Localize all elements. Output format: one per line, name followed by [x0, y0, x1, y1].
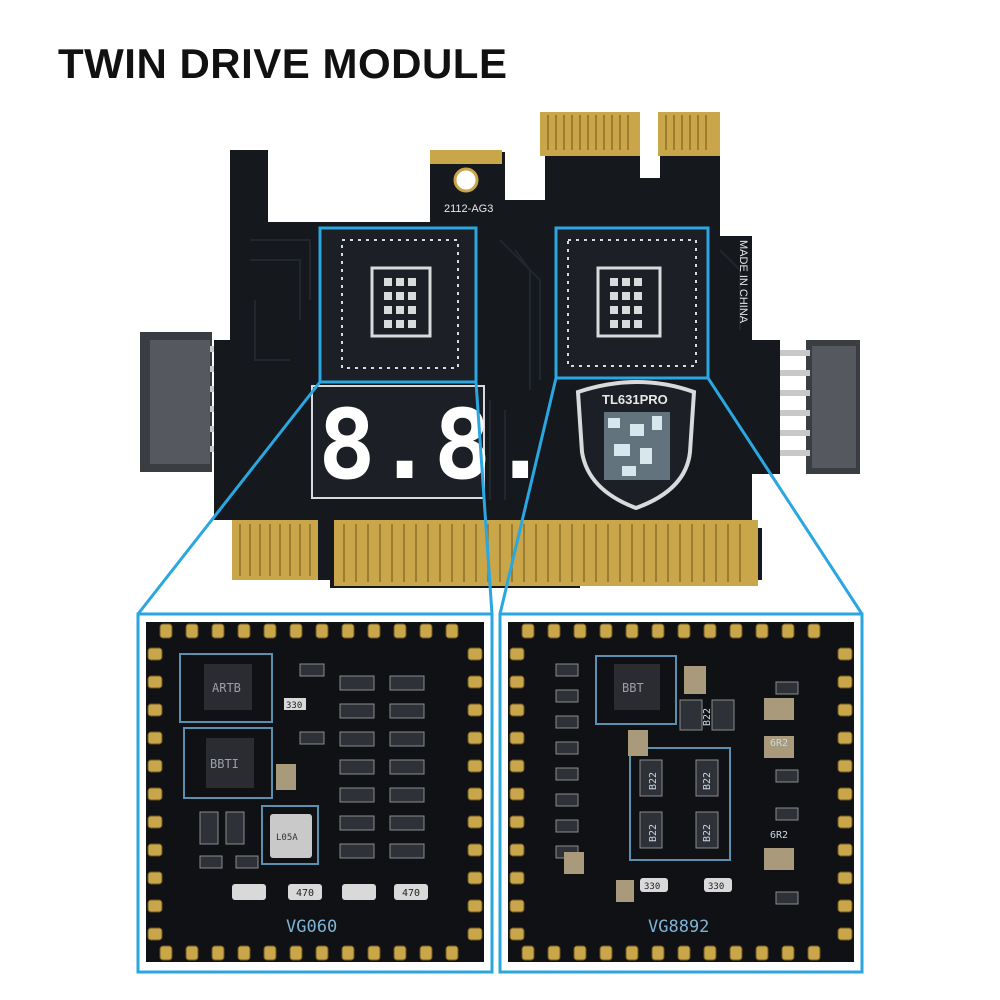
right-6r2-1: 6R2: [770, 738, 788, 749]
made-in-china-label: MADE IN CHINA: [737, 240, 749, 324]
pcb-board: 2112-AG3 MADE IN CHINA: [140, 112, 860, 588]
left-chip-on-board: [318, 226, 478, 384]
right-chip-on-board: [554, 226, 710, 380]
right-b22-5: B22: [702, 824, 713, 842]
left-resistor-470-a: 470: [296, 888, 314, 899]
zoom-callout-lines: [136, 377, 864, 615]
page-title: TWIN DRIVE MODULE: [58, 40, 508, 87]
top-gold-fingers: [430, 112, 720, 164]
right-chip-zoom: BBT B22 B22 B22 B22 B22 6R2 6R2 330: [498, 612, 864, 974]
right-ic-label: BBT: [622, 681, 644, 695]
shield-label: TL631PRO: [602, 392, 668, 407]
part-number: 2112-AG3: [444, 203, 493, 215]
right-b22-1: B22: [702, 708, 713, 726]
mounting-hole: [453, 167, 479, 193]
left-capacitor: [276, 764, 296, 790]
left-crystal-label: L05A: [276, 833, 298, 843]
right-pin-header: [770, 340, 860, 474]
right-b22-4: B22: [648, 824, 659, 842]
left-chip-zoom: ARTB BBTI L05A 330 470 470 VG060: [136, 612, 494, 974]
left-ic-1-label: ARTB: [212, 681, 241, 695]
right-b22-2: B22: [648, 772, 659, 790]
right-chip-label: VG8892: [648, 917, 709, 937]
left-chip-label: VG060: [286, 917, 337, 937]
left-resistor-470-b: 470: [402, 888, 420, 899]
shield-logo: TL631PRO: [575, 380, 697, 511]
bottom-gold-fingers: [232, 520, 758, 586]
right-b22-3: B22: [702, 772, 713, 790]
right-resistor-330-a: 330: [644, 882, 660, 892]
right-6r2-2: 6R2: [770, 830, 788, 841]
seven-segment-display: 8.8.: [311, 385, 549, 501]
left-ic-2-label: BBTI: [210, 757, 239, 771]
left-resistor-330: 330: [286, 701, 302, 711]
display-digits: 8.8.: [318, 389, 549, 501]
right-resistor-330-b: 330: [708, 882, 724, 892]
